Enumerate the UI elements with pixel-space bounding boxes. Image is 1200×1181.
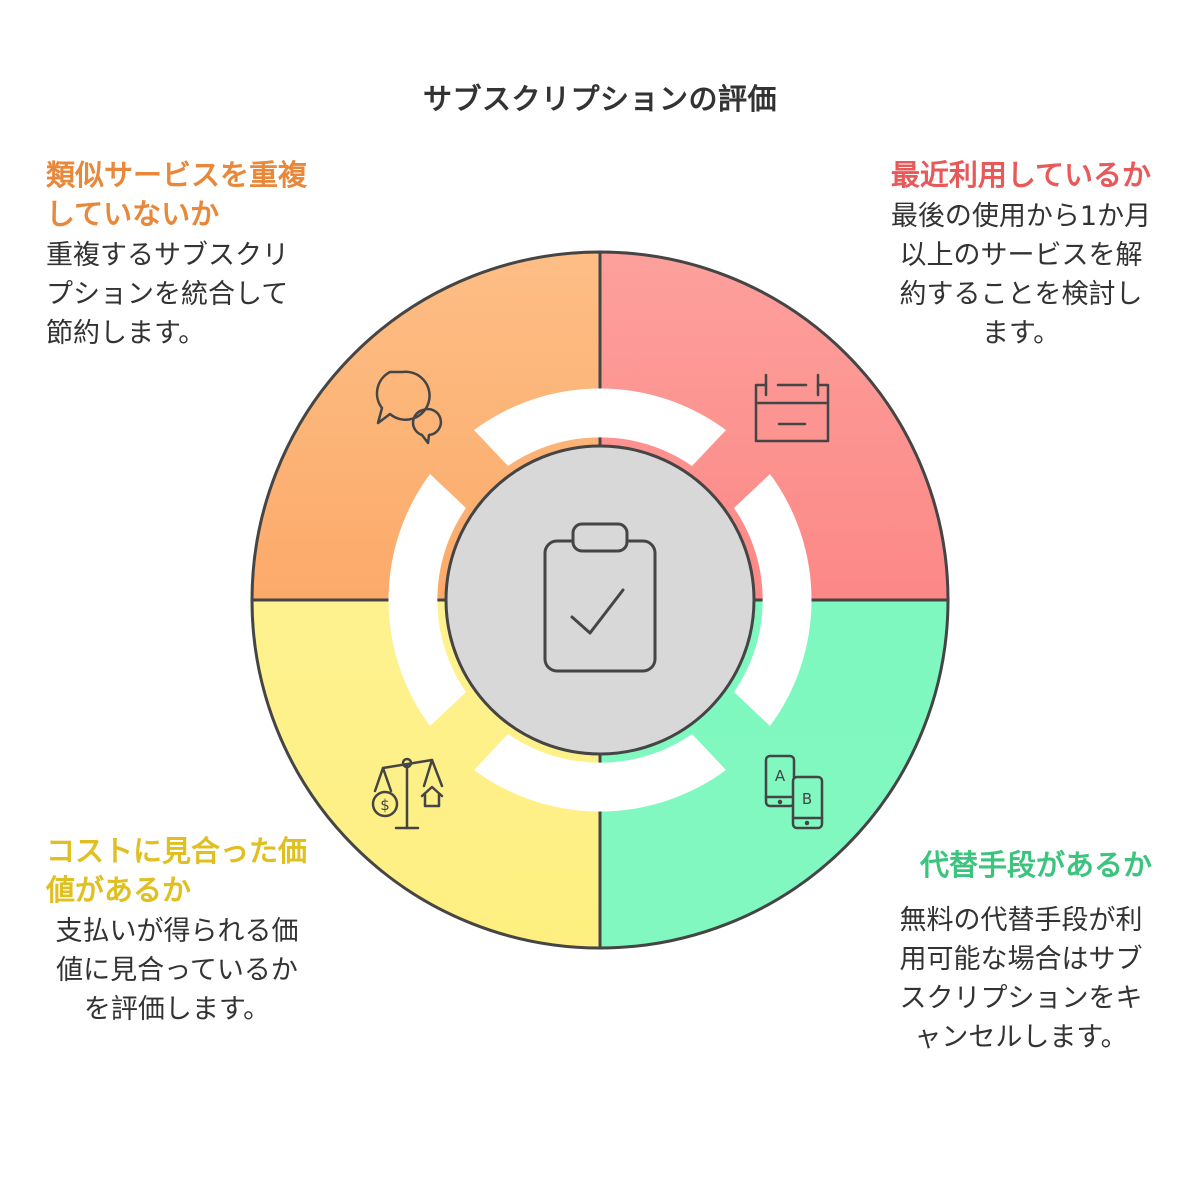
section-description: 最後の使用から1か月以上のサービスを解約することを検討します。 (890, 201, 1152, 349)
section-heading: 代替手段があるか (919, 848, 1152, 882)
svg-text:B: B (802, 790, 812, 808)
clipboard-check-icon (543, 522, 657, 673)
section-heading: 類似サービスを重複していないか (46, 158, 308, 231)
ab-phones-icon: A B (764, 754, 824, 830)
section-bottom-right: 代替手段があるか 無料の代替手段が利用可能な場合はサブスクリプションをキャンセル… (890, 846, 1153, 1057)
section-heading: 最近利用しているか (890, 158, 1152, 192)
section-description: 支払いが得られる価値に見合っているかを評価します。 (55, 916, 299, 1025)
speech-bubbles-icon (375, 370, 443, 445)
svg-text:A: A (775, 767, 786, 785)
section-description: 無料の代替手段が利用可能な場合はサブスクリプションをキャンセルします。 (899, 905, 1143, 1053)
section-top-right: 最近利用しているか 最後の使用から1か月以上のサービスを解約することを検討します… (890, 156, 1152, 353)
section-bottom-left: コストに見合った価値があるか 支払いが得られる価値に見合っているかを評価します。 (46, 832, 308, 1029)
section-heading: コストに見合った価値があるか (46, 834, 308, 907)
balance-scale-icon: $ (371, 757, 444, 830)
center-circle (444, 444, 756, 756)
calendar-icon (754, 373, 830, 443)
diagram-title: サブスクリプションの評価 (422, 82, 777, 116)
svg-text:$: $ (380, 796, 390, 814)
section-top-left: 類似サービスを重複していないか 重複するサブスクリプションを統合して節約します。 (46, 156, 308, 353)
white-ring (388, 388, 812, 812)
section-description: 重複するサブスクリプションを統合して節約します。 (46, 240, 289, 349)
